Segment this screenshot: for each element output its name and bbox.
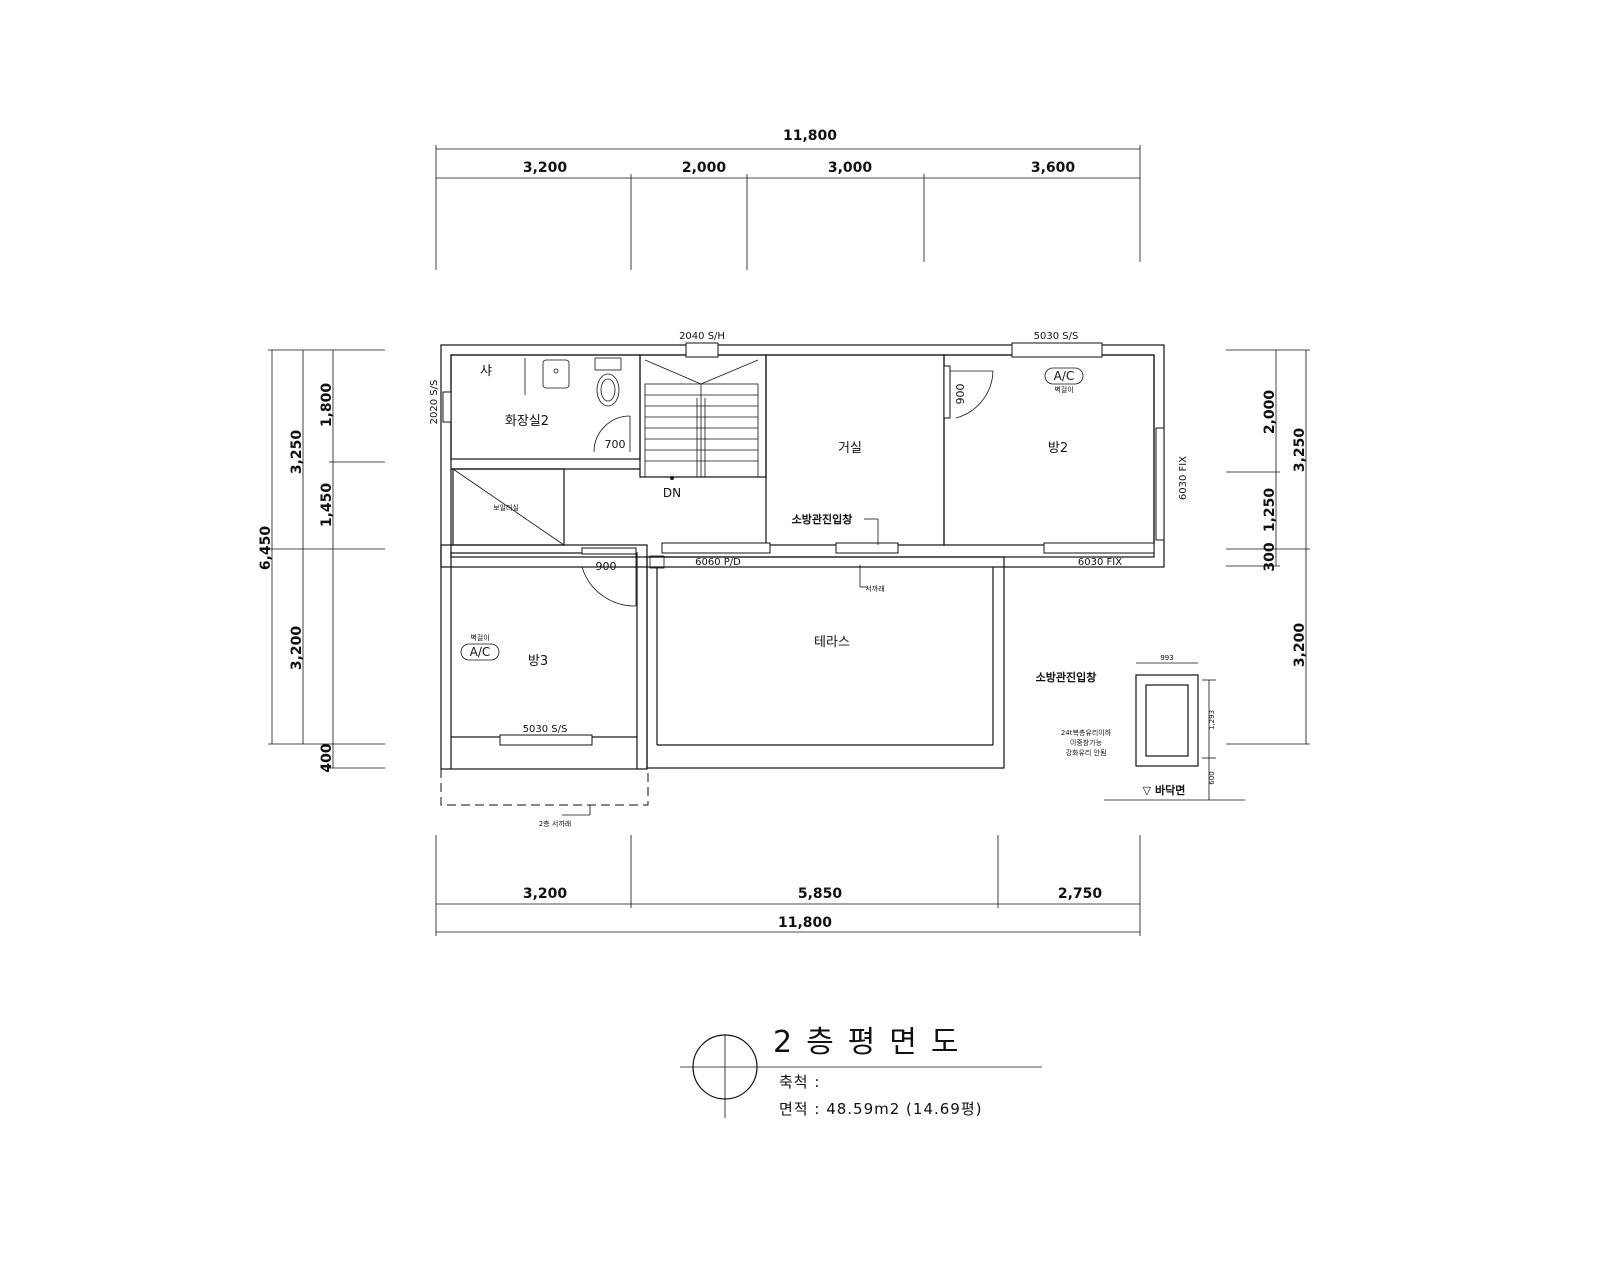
ac-note-room2: 벽걸이 [1054, 385, 1073, 394]
detail-note-3: 강화유리 안됨 [1066, 748, 1107, 757]
right-dimensions: 2,000 1,250 300 3,250 3,200 [1226, 349, 1310, 745]
right-outer-dim-2: 3,200 [1292, 623, 1308, 668]
left-dimensions: 6,450 3,250 3,200 1,800 1,450 400 [258, 349, 385, 773]
detail-note-2: 이중창가능 [1070, 738, 1103, 747]
top-dim-2: 2,000 [682, 160, 727, 176]
left-outer-dim-2: 3,200 [289, 626, 305, 671]
doors [581, 365, 994, 607]
ac-label-room2: A/C [1054, 369, 1075, 383]
window-tag-2020: 2020 S/S [429, 380, 440, 425]
ac-unit-room3: A/C 벽걸이 [460, 633, 500, 661]
stairs: DN [644, 359, 759, 500]
bottom-overall-dim: 11,800 [778, 915, 832, 931]
right-inner-dim-3: 300 [1262, 542, 1278, 571]
top-dimensions: 11,800 3,200 2,000 3,000 3,600 [435, 128, 1141, 270]
bathroom-fixtures: 샤 [480, 357, 631, 453]
drawing-area: 면적 : 48.59m2 (14.69평) [779, 1100, 983, 1118]
top-dim-1: 3,200 [523, 160, 568, 176]
right-inner-dim-1: 2,000 [1262, 390, 1278, 435]
right-outer-dim-1: 3,250 [1292, 428, 1308, 473]
detail-note-1: 24t복층유리이하 [1061, 728, 1112, 737]
room-storage: 보일러실 [493, 503, 519, 512]
windows [442, 342, 1165, 746]
misc-labels: 소방관진입창 서까래 2층 서까래 [539, 512, 885, 828]
detail-sill: 600 [1208, 771, 1216, 784]
room-terrace: 테라스 [814, 635, 850, 650]
bottom-dimensions: 3,200 5,850 2,750 11,800 [435, 835, 1141, 936]
window-tags: 2040 S/H 5030 S/S 2020 S/S 6030 FIX 6060… [429, 331, 1189, 735]
drawing-scale: 축척 : [779, 1073, 820, 1091]
ac-label-room3: A/C [470, 645, 491, 659]
detail-title: 소방관진입창 [1036, 670, 1097, 684]
window-tag-6030-bottom: 6030 FIX [1078, 557, 1122, 568]
door-tag-900-room2: 900 [954, 384, 967, 405]
room-3: 방3 [528, 654, 548, 669]
eave-label: 서까래 [865, 584, 884, 593]
room-bathroom: 화장실2 [505, 414, 549, 429]
right-inner-dim-2: 1,250 [1262, 488, 1278, 533]
bottom-dim-2: 5,850 [798, 886, 843, 902]
walls [440, 344, 1165, 770]
window-tag-6030-side: 6030 FIX [1178, 456, 1189, 500]
balcony-line-label: 2층 서까래 [539, 819, 571, 828]
window-tag-5030-top: 5030 S/S [1034, 331, 1079, 342]
stairs-dn-label: DN [663, 486, 681, 500]
door-tag-700: 700 [605, 438, 626, 451]
top-dim-4: 3,600 [1031, 160, 1076, 176]
left-inner-dim-1: 1,800 [319, 383, 335, 428]
fire-access-detail: 소방관진입창 993 1,293 600 24t복층유리이하 이중창가능 강화유… [1036, 654, 1245, 801]
detail-height: 1,293 [1208, 710, 1216, 730]
title-block: 2층평면도 축척 : 면적 : 48.59m2 (14.69평) [680, 1025, 1042, 1118]
drawing-title: 2층평면도 [773, 1025, 973, 1060]
top-overall-dim: 11,800 [783, 128, 837, 144]
room-living: 거실 [838, 441, 862, 456]
room-labels: 화장실2 거실 방2 방3 테라스 보일러실 [493, 414, 1068, 669]
left-overall-dim: 6,450 [258, 526, 274, 571]
eave-lines [440, 565, 1164, 816]
ac-unit-room2: A/C 벽걸이 [1044, 367, 1084, 394]
left-outer-dim-1: 3,250 [289, 430, 305, 475]
room-2: 방2 [1048, 441, 1068, 456]
fire-access-label: 소방관진입창 [792, 512, 853, 526]
window-tag-6060: 6060 P/D [695, 557, 741, 568]
window-tag-2040: 2040 S/H [679, 331, 725, 342]
left-inner-dim-2: 1,450 [319, 483, 335, 528]
bottom-dim-1: 3,200 [523, 886, 568, 902]
bottom-dim-3: 2,750 [1058, 886, 1103, 902]
detail-width: 993 [1160, 654, 1173, 662]
shower-symbol: 샤 [480, 364, 492, 379]
door-tags: 700 900 900 [596, 384, 968, 574]
window-tag-5030-bottom: 5030 S/S [523, 724, 568, 735]
top-dim-3: 3,000 [828, 160, 873, 176]
door-tag-900-room3: 900 [596, 560, 617, 573]
ac-note-room3: 벽걸이 [470, 633, 489, 642]
detail-floor-label: ▽ 바닥면 [1143, 783, 1186, 797]
left-inner-dim-3: 400 [319, 743, 335, 772]
